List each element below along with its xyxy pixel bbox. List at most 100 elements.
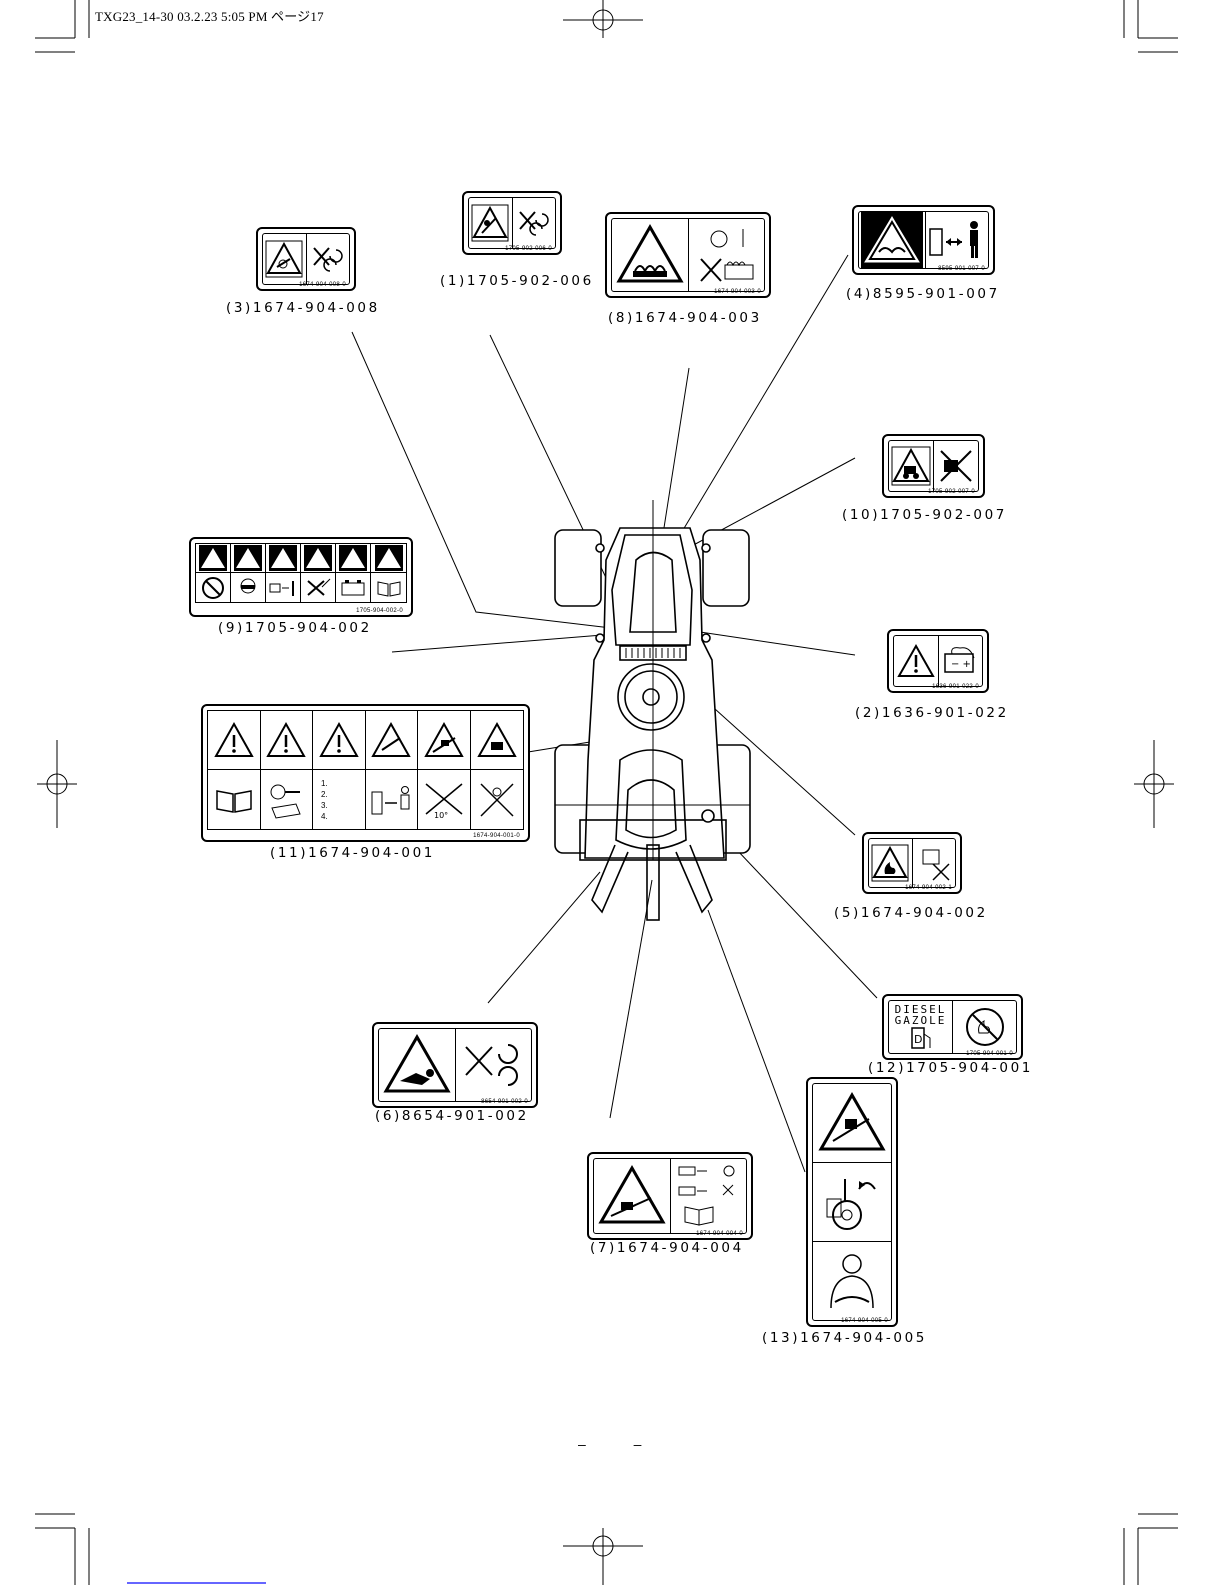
decal-9: 1705-904-002-0	[189, 537, 413, 617]
part-number: 1705-902-006-0	[505, 246, 552, 252]
decal-2: − + 1636-901-022-0	[887, 629, 989, 693]
warning-triangle-icon	[859, 212, 926, 268]
seatbelt-icon	[813, 1242, 891, 1320]
decal-7: 1674-904-004-0	[587, 1152, 753, 1240]
fire-warning-icon	[869, 839, 913, 887]
slope-rollover-warning-icon	[594, 1159, 671, 1233]
part-number: 1674-904-004-0	[696, 1231, 743, 1237]
no-flame-icon	[196, 573, 231, 602]
no-hands-rotating-icon	[307, 234, 350, 284]
fuel-text-gazole: GAZOLE	[894, 1014, 947, 1027]
battery-warning-icon	[371, 544, 406, 573]
no-short-circuit-icon	[301, 573, 336, 602]
warning-triangle-icon	[263, 234, 307, 284]
registration-marks	[37, 0, 1174, 1585]
svg-text:− +: − +	[951, 659, 971, 670]
decal-8: 1674-904-003-0	[605, 212, 771, 298]
slope-warning-icon	[813, 1084, 891, 1163]
thrown-object-warning-icon	[365, 711, 418, 770]
page-number: – –	[578, 1436, 664, 1452]
part-number: 8595-901-007-0	[938, 266, 985, 272]
fuel-pump-icon: D	[910, 1027, 930, 1049]
decal-13-label: (13)1674-904-005	[762, 1330, 927, 1346]
warning-triangle-icon	[260, 711, 313, 770]
decal-1: 1705-902-006-0	[462, 191, 562, 255]
fuel-type-panel: DIESEL GAZOLE D	[889, 1001, 953, 1053]
decal-2-label: (2)1636-901-022	[855, 705, 1009, 721]
warning-triangle-icon	[894, 636, 939, 686]
decal-1-label: (1)1705-902-006	[440, 273, 594, 289]
decal-10-label: (10)1705-902-007	[842, 507, 1007, 523]
tractor-warning-icon	[470, 711, 523, 770]
decal-8-label: (8)1674-904-003	[608, 310, 762, 326]
battery-warning-icon	[336, 544, 371, 573]
battery-warning-icon	[196, 544, 231, 573]
part-number: 1674-904-008-0	[299, 282, 346, 288]
remove-key-icon	[261, 770, 313, 829]
fuel-text-diesel: DIESEL	[894, 1003, 947, 1016]
decal-6: 8654-901-002-0	[372, 1022, 538, 1108]
decal-12-label: (12)1705-904-001	[868, 1060, 1033, 1076]
no-smoking-icon	[953, 1001, 1016, 1053]
runover-warning-icon	[379, 1029, 456, 1101]
decal-3: 1674-904-008-0	[256, 227, 356, 291]
tractor-rollover-warning-icon	[889, 441, 934, 491]
battery-icon: − +	[939, 636, 983, 686]
warning-triangle-icon	[313, 711, 366, 770]
decal-12: DIESEL GAZOLE D 1705-904-001-0	[882, 994, 1023, 1060]
read-manual-icon	[371, 573, 406, 602]
battery-warning-icon	[266, 544, 301, 573]
warning-triangle-icon	[469, 198, 513, 248]
battery-distance-icon	[266, 573, 301, 602]
svg-text:D: D	[914, 1033, 922, 1046]
part-number: 1705-904-001-0	[966, 1051, 1013, 1057]
startup-steps: 1. 2. 3. 4.	[313, 770, 366, 829]
no-passenger-icon	[471, 770, 524, 829]
decal-4: 8595-901-007-0	[852, 205, 995, 275]
no-fuel-while-hot-icon	[913, 839, 956, 887]
part-number: 1674-904-005-0	[841, 1318, 888, 1324]
raise-rops-icon	[813, 1163, 891, 1242]
decal-13: 1674-904-005-0	[806, 1077, 898, 1327]
read-manual-icon	[208, 770, 261, 829]
battery-icon	[336, 573, 371, 602]
part-number: 8654-901-002-0	[481, 1099, 528, 1105]
step-4: 4.	[321, 811, 328, 821]
decal-10: 1705-902-007-0	[882, 434, 985, 498]
leader-lines	[351, 254, 878, 1173]
no-touch-hot-icon	[689, 219, 765, 291]
file-header: TXG23_14-30 03.2.23 5:05 PM ページ17	[95, 9, 324, 24]
battery-warning-icon	[231, 544, 266, 573]
slope-angle: 10°	[434, 811, 448, 820]
part-number: 1674-904-002-1	[905, 885, 952, 891]
battery-warning-icon	[301, 544, 336, 573]
part-number: 1674-904-003-0	[714, 289, 761, 295]
eye-protection-icon	[231, 573, 266, 602]
part-number: 1705-904-002-0	[356, 608, 403, 614]
warning-triangle-icon	[208, 711, 261, 770]
part-number: 1674-904-001-0	[473, 833, 520, 839]
keep-distance-icon	[366, 770, 418, 829]
decal-5: 1674-904-002-1	[862, 832, 962, 894]
step-1: 1.	[321, 778, 328, 788]
decal-5-label: (5)1674-904-002	[834, 905, 988, 921]
decal-6-label: (6)8654-901-002	[375, 1108, 529, 1124]
mower-height-icon	[671, 1159, 747, 1233]
keep-distance-icon	[926, 212, 988, 268]
no-hands-rotating-icon	[456, 1029, 532, 1101]
tractor-top-view	[554, 500, 751, 921]
part-number: 1636-901-022-0	[932, 684, 979, 690]
step-2: 2.	[321, 789, 328, 799]
no-steep-slope-icon: 10°	[418, 770, 471, 829]
decal-9-label: (9)1705-904-002	[218, 620, 372, 636]
no-passenger-icon	[934, 441, 978, 491]
part-number: 1705-902-007-0	[928, 489, 975, 495]
hot-surface-warning-icon	[612, 219, 689, 291]
crop-marks	[35, 0, 1178, 1585]
decal-11-label: (11)1674-904-001	[270, 845, 435, 861]
decal-3-label: (3)1674-904-008	[226, 300, 380, 316]
decal-7-label: (7)1674-904-004	[590, 1240, 744, 1256]
decal-4-label: (4)8595-901-007	[846, 286, 1000, 302]
step-3: 3.	[321, 800, 328, 810]
